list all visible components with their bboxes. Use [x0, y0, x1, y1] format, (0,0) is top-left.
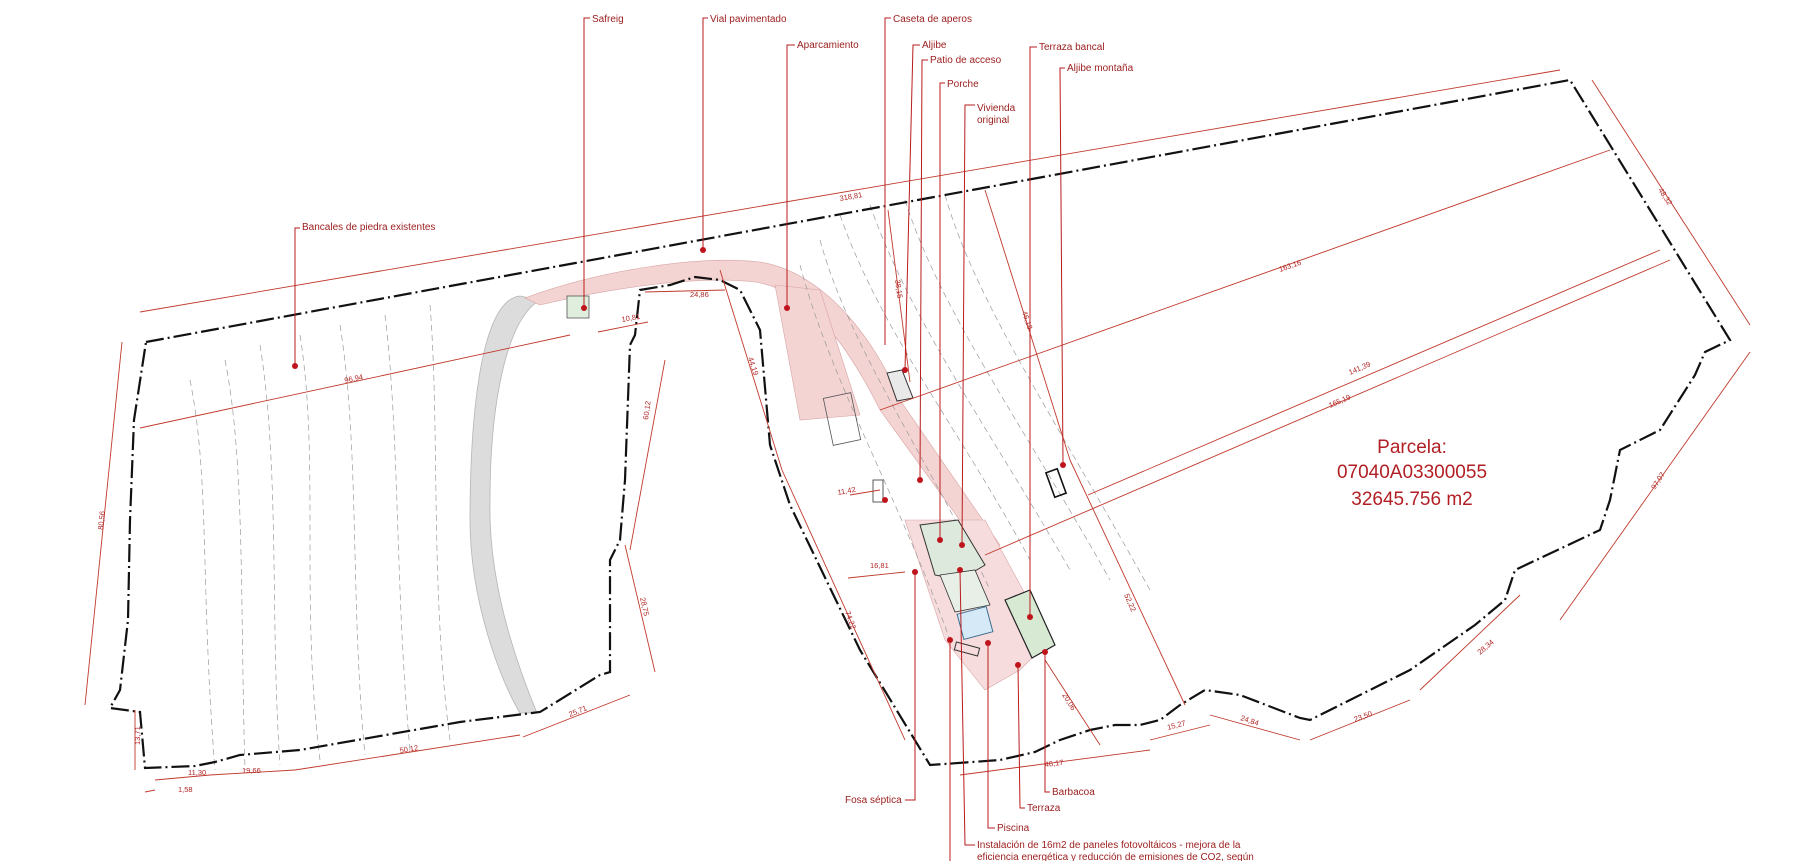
dim-10-81: 10,81 — [621, 312, 641, 324]
label-aljibe-montana: Aljibe montaña — [1067, 63, 1134, 74]
label-barbacoa: Barbacoa — [1052, 787, 1095, 798]
label-fosa-septica: Fosa séptica — [845, 795, 902, 806]
dim-96-94: 96,94 — [344, 372, 364, 385]
parcel-boundary — [108, 78, 1732, 770]
terrace-block — [1004, 589, 1056, 659]
dim-1-58: 1,58 — [178, 785, 193, 794]
dim-28-75: 28,75 — [638, 596, 651, 616]
dim-46-18: 46,18 — [1020, 310, 1034, 331]
barbecue — [953, 641, 981, 657]
dim-38-15: 38,15 — [893, 279, 905, 299]
dim-23-50: 23,50 — [1353, 709, 1374, 724]
label-safreig: Safreig — [592, 14, 624, 25]
dim-15-27: 15,27 — [1166, 718, 1186, 732]
label-piscina: Piscina — [997, 823, 1030, 834]
dim-44-19: 44,19 — [746, 356, 760, 377]
parcel-reference: 07040A03300055 — [1337, 462, 1487, 483]
gray-footpath — [469, 295, 542, 714]
paved-road — [524, 260, 1001, 556]
label-patio-acceso: Patio de acceso — [930, 55, 1002, 66]
annotation-labels: Safreig Vial pavimentado Aparcamiento Ca… — [302, 14, 1254, 861]
dim-19-66: 19,66 — [242, 766, 261, 775]
annotation-dots — [292, 247, 1066, 668]
label-aparcamiento: Aparcamiento — [797, 40, 859, 51]
annotation-leaders — [294, 17, 1065, 861]
dim-163-16: 163,16 — [1278, 258, 1303, 274]
label-vial-pavimentado: Vial pavimentado — [710, 14, 787, 25]
dim-11-42: 11,42 — [837, 485, 857, 497]
label-terraza: Terraza — [1027, 803, 1061, 814]
aljibe-montana-block — [1044, 467, 1068, 499]
dim-46-17: 46,17 — [1044, 758, 1064, 769]
pool — [956, 605, 994, 641]
dim-141-39: 141,39 — [1347, 360, 1372, 377]
dim-28-34: 28,34 — [1476, 638, 1496, 657]
dimension-lines — [84, 69, 1751, 793]
parcel-area: 32645.756 m2 — [1351, 489, 1473, 510]
dim-25-71: 25,71 — [567, 703, 588, 718]
dim-165-19: 165,19 — [1327, 393, 1352, 410]
dim-24-86: 24,86 — [690, 290, 709, 299]
dim-11-30: 11,30 — [188, 768, 206, 777]
dim-318-81: 318,81 — [839, 190, 863, 203]
label-aljibe: Aljibe — [922, 40, 947, 51]
house-porch — [939, 569, 991, 613]
label-bancales: Bancales de piedra existentes — [302, 222, 435, 233]
label-terraza-bancal: Terraza bancal — [1039, 42, 1105, 53]
label-paneles-line2: eficiencia energética y reducción de emi… — [977, 852, 1254, 861]
dim-60-12: 60,12 — [641, 400, 653, 420]
dim-24-84: 24,84 — [1239, 713, 1260, 727]
buildings — [566, 295, 1068, 659]
parking-area — [774, 284, 861, 421]
label-porche: Porche — [947, 79, 979, 90]
label-vivienda: Vivienda — [977, 103, 1016, 114]
label-paneles-line1: Instalación de 16m2 de paneles fotovoltá… — [977, 840, 1241, 851]
dim-50-12: 50,12 — [399, 743, 419, 755]
stairs — [822, 392, 862, 446]
dim-52-22: 52,22 — [1122, 592, 1138, 613]
parcel-identifier: Parcela: 07040A03300055 32645.756 m2 — [1337, 437, 1487, 510]
label-original: original — [977, 115, 1009, 126]
parcel-heading: Parcela: — [1377, 437, 1447, 458]
label-caseta-aperos: Caseta de aperos — [893, 14, 972, 25]
dim-13-71: 13,71 — [133, 726, 142, 745]
dim-80-56: 80,56 — [96, 511, 107, 531]
dim-20-06: 20,06 — [1060, 691, 1078, 712]
dim-16-81: 16,81 — [870, 561, 889, 570]
